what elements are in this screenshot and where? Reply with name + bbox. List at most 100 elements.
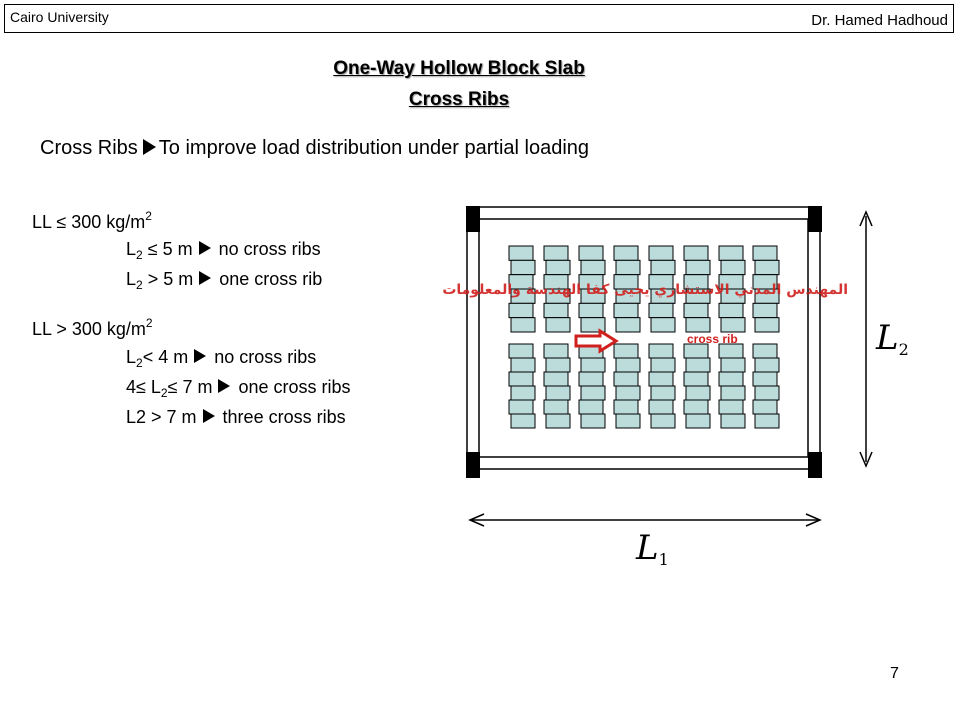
- slide-subtitle: Cross Ribs: [408, 89, 510, 110]
- hollow-block: [754, 385, 780, 401]
- hollow-block: [545, 357, 571, 373]
- hollow-block: [754, 413, 780, 429]
- hollow-block: [683, 371, 709, 387]
- hollow-block: [580, 317, 606, 333]
- group1-condition: LL ≤ 300 kg/m2: [32, 209, 152, 232]
- hollow-block: [543, 343, 569, 359]
- hollow-block: [720, 317, 746, 333]
- hollow-block: [683, 399, 709, 415]
- hollow-block: [543, 245, 569, 261]
- hollow-block: [754, 317, 780, 333]
- hollow-block: [613, 302, 639, 319]
- hollow-block: [718, 371, 744, 387]
- hollow-block: [718, 399, 744, 415]
- right-arrow-icon: [218, 379, 231, 393]
- hollow-block: [683, 343, 709, 359]
- hollow-block: [685, 317, 711, 333]
- hollow-block: [508, 371, 534, 387]
- group2-condition: LL > 300 kg/m2: [32, 316, 153, 339]
- hollow-block: [613, 245, 639, 261]
- hollow-block: [648, 371, 674, 387]
- hollow-block: [615, 259, 641, 276]
- hollow-block: [683, 302, 709, 319]
- hollow-block: [615, 357, 641, 373]
- page-number: 7: [890, 665, 899, 682]
- hollow-block: [718, 343, 744, 359]
- hollow-block: [615, 413, 641, 429]
- hollow-block: [615, 385, 641, 401]
- hollow-block: [685, 357, 711, 373]
- hollow-block: [543, 302, 569, 319]
- hollow-block: [754, 357, 780, 373]
- hollow-block: [650, 357, 676, 373]
- right-arrow-icon: [202, 409, 215, 423]
- hollow-block: [613, 371, 639, 387]
- hollow-block: [720, 385, 746, 401]
- header-author: Dr. Hamed Hadhoud: [811, 12, 948, 29]
- header-institution: Cairo University: [10, 9, 109, 25]
- hollow-block: [752, 245, 778, 261]
- hollow-block: [685, 385, 711, 401]
- hollow-block: [650, 385, 676, 401]
- hollow-block: [510, 385, 536, 401]
- hollow-block: [613, 399, 639, 415]
- hollow-block: [752, 399, 778, 415]
- intro-text: To improve load distribution under parti…: [158, 137, 590, 159]
- header-box: [4, 4, 954, 33]
- slide-title: One-Way Hollow Block Slab: [333, 58, 585, 79]
- hollow-block: [752, 343, 778, 359]
- hollow-block: [718, 302, 744, 319]
- hollow-block: [580, 385, 606, 401]
- hollow-block: [545, 259, 571, 276]
- hollow-block: [578, 302, 604, 319]
- hollow-block: [613, 343, 639, 359]
- hollow-block: [683, 245, 709, 261]
- hollow-block: [648, 302, 674, 319]
- hollow-block: [545, 385, 571, 401]
- dimension-L1-label: L1: [636, 528, 669, 569]
- hollow-block: [510, 317, 536, 333]
- cross-rib-arrow-icon: [574, 328, 619, 354]
- hollow-block: [508, 302, 534, 319]
- hollow-block: [545, 413, 571, 429]
- hollow-block: [754, 259, 780, 276]
- hollow-block: [720, 259, 746, 276]
- hollow-block: [580, 357, 606, 373]
- hollow-block: [510, 357, 536, 373]
- hollow-block: [720, 413, 746, 429]
- hollow-block: [543, 371, 569, 387]
- hollow-block: [650, 317, 676, 333]
- column-bottom-right: [808, 452, 822, 478]
- column-top-left: [466, 206, 480, 232]
- hollow-block: [648, 245, 674, 261]
- hollow-block: [545, 317, 571, 333]
- right-arrow-icon: [194, 349, 207, 363]
- hollow-block: [615, 317, 641, 333]
- right-arrow-icon: [142, 139, 156, 155]
- dimension-L1-arrow: [468, 513, 822, 527]
- hollow-block: [648, 343, 674, 359]
- hollow-block: [685, 413, 711, 429]
- hollow-block: [543, 399, 569, 415]
- hollow-block: [718, 245, 744, 261]
- watermark-text: المهندس المدني الاستشاري يحيى كفا الهندس…: [442, 282, 848, 298]
- hollow-block: [508, 343, 534, 359]
- hollow-block: [650, 413, 676, 429]
- intro-line: Cross Ribs To improve load distribution u…: [40, 137, 589, 160]
- intro-term: Cross Ribs: [40, 137, 138, 159]
- hollow-block: [648, 399, 674, 415]
- hollow-block: [578, 371, 604, 387]
- hollow-block: [720, 357, 746, 373]
- hollow-block: [685, 259, 711, 276]
- column-bottom-left: [466, 452, 480, 478]
- cross-rib-label: cross rib: [687, 332, 738, 346]
- hollow-block: [752, 371, 778, 387]
- hollow-block: [578, 245, 604, 261]
- column-top-right: [808, 206, 822, 232]
- right-arrow-icon: [198, 241, 211, 255]
